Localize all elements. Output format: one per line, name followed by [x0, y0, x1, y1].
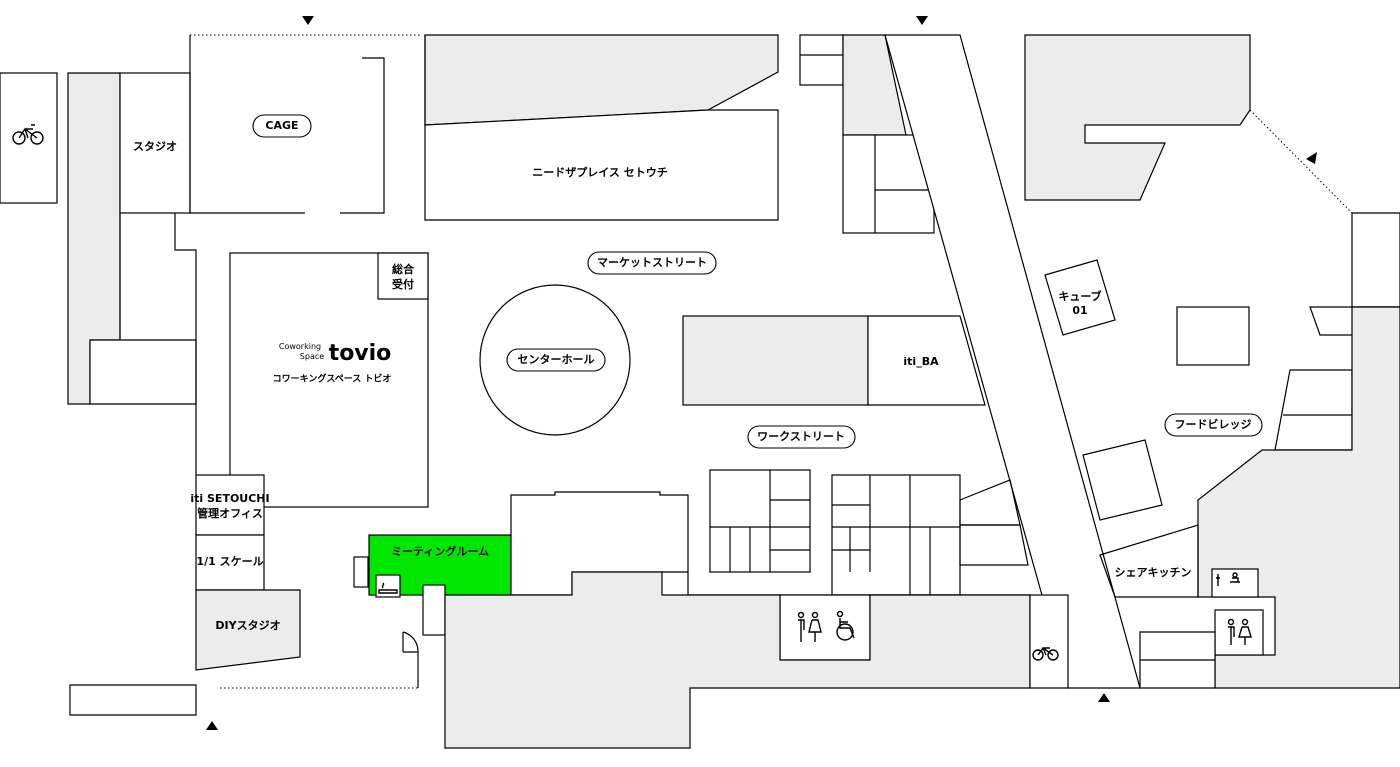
entrance-arrow-icon	[1098, 693, 1110, 702]
studio-lower	[89, 339, 197, 405]
meeting-room-label: ミーティングルーム	[391, 544, 489, 558]
smoking-icon	[378, 582, 398, 594]
entrance-arrow-icon	[302, 16, 314, 25]
food-village-booth-a	[1176, 306, 1250, 366]
entrance-arrow-icon	[1306, 152, 1317, 164]
need-the-place-label: ニードザプレイス セトウチ	[532, 165, 668, 179]
storage-top-right	[1024, 34, 1251, 201]
small-closet	[353, 556, 369, 588]
work-street-label: ワークストリート	[757, 430, 845, 443]
restroom-right[interactable]	[1214, 609, 1264, 656]
office-label-2: 管理オフィス	[197, 506, 263, 520]
reception-desk[interactable]	[377, 252, 429, 300]
reception-label-1: 総合	[392, 262, 415, 276]
bicycle-icon-bottom	[1032, 647, 1059, 661]
restroom-icon-right	[1227, 618, 1252, 645]
center-hall-badge[interactable]	[506, 348, 606, 372]
right-edge-room	[1351, 212, 1400, 308]
work-street-badge[interactable]	[747, 425, 856, 449]
restroom-icon	[797, 611, 822, 642]
work-booths-a[interactable]	[709, 469, 811, 573]
cage-badge[interactable]	[252, 114, 312, 138]
restroom-center[interactable]	[779, 594, 871, 661]
smoking-room[interactable]	[375, 574, 401, 598]
bicycle-icon	[12, 124, 44, 145]
small-room-a	[799, 34, 844, 86]
cube-label-2: 01	[1072, 304, 1087, 317]
office-label-1: iti SETOUCHI	[190, 492, 269, 505]
bicycle-parking-bottom	[1029, 594, 1069, 689]
one-to-one-scale-room[interactable]	[195, 534, 265, 591]
work-booths-b[interactable]	[831, 474, 961, 596]
iti-ba-storage	[682, 315, 869, 406]
coworking-small-label-1: Coworking	[279, 342, 321, 351]
food-village-booth-b	[1274, 369, 1353, 451]
market-street-label: マーケットストリート	[597, 256, 707, 269]
wheelchair-icon	[836, 610, 855, 641]
coworking-small-label-2: Space	[300, 352, 324, 361]
studio-label: スタジオ	[133, 140, 177, 153]
one-to-one-scale-label: 1/1 スケール	[196, 555, 263, 568]
coworking-kana-label: コワーキングスペース トビオ	[273, 373, 392, 385]
cage-label: CAGE	[265, 119, 298, 132]
reception-label-2: 受付	[392, 277, 414, 291]
cube-label-1: キューブ	[1058, 289, 1101, 303]
need-the-place-room[interactable]	[424, 109, 779, 221]
iti-ba-room[interactable]	[867, 315, 986, 406]
bottom-corridor	[69, 684, 197, 716]
baby-care-icon	[1216, 572, 1240, 586]
iti-ba-label: iti_BA	[903, 355, 939, 368]
entrance-arrow-icon	[916, 16, 928, 25]
entrance-arrow-icon	[206, 721, 218, 730]
diy-studio[interactable]	[195, 589, 301, 671]
storage-bottom	[444, 571, 1031, 749]
stairwell	[422, 584, 446, 636]
diy-studio-label: DIYスタジオ	[215, 619, 280, 632]
cube-01[interactable]	[1044, 259, 1116, 336]
center-hall-label: センターホール	[518, 353, 595, 366]
coworking-logo: tovio	[329, 341, 392, 366]
food-village-label: フードビレッジ	[1175, 417, 1252, 431]
market-street-badge[interactable]	[587, 251, 717, 275]
bicycle-parking-left	[0, 72, 58, 204]
food-village-badge[interactable]	[1164, 413, 1263, 437]
iti-setouchi-office[interactable]	[195, 474, 265, 536]
share-kitchen-label: シェアキッチン	[1115, 566, 1192, 579]
food-village-booth-c	[1082, 439, 1163, 521]
